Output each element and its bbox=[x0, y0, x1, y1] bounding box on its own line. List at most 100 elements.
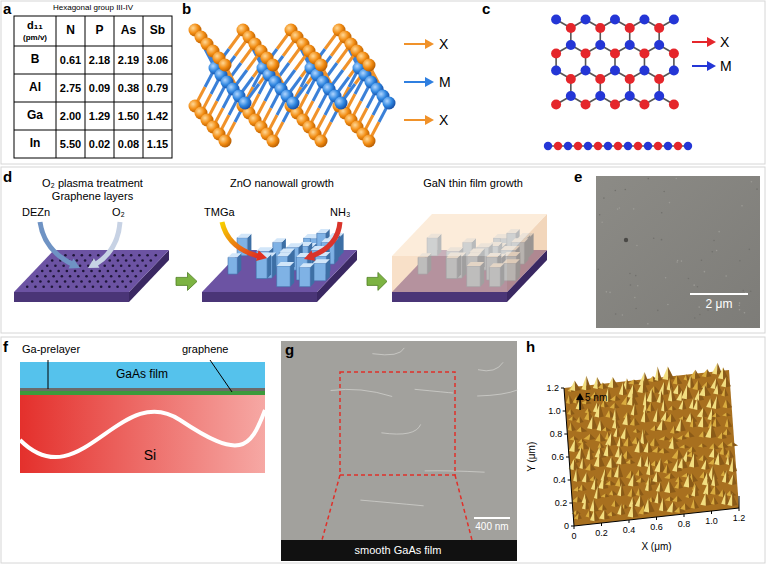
afm-peak bbox=[580, 399, 585, 410]
atom-label: X bbox=[439, 112, 448, 128]
afm-peak bbox=[680, 503, 685, 510]
x-atom bbox=[654, 23, 664, 33]
afm-peak bbox=[706, 398, 711, 408]
afm-peak bbox=[654, 490, 658, 503]
nanowall-top bbox=[279, 249, 294, 253]
afm-peak bbox=[619, 382, 623, 395]
table-rule bbox=[14, 46, 172, 47]
afm-peak bbox=[712, 418, 716, 427]
pointer-line bbox=[404, 119, 426, 121]
afm-peak bbox=[716, 396, 720, 409]
afm-peak bbox=[697, 408, 704, 418]
afm-peak bbox=[666, 411, 671, 421]
afm-peak bbox=[657, 391, 662, 404]
afm-peak bbox=[615, 446, 620, 458]
afm-peak bbox=[614, 464, 619, 478]
afm-peak bbox=[576, 416, 580, 423]
axis-tick-label: 0.8 bbox=[550, 429, 563, 439]
afm-peak bbox=[714, 497, 718, 505]
graphene-dot bbox=[121, 280, 124, 283]
x-atom bbox=[219, 135, 232, 148]
scale-label: 400 nm bbox=[475, 521, 508, 533]
afm-peak bbox=[640, 495, 645, 507]
si-substrate bbox=[20, 395, 265, 473]
nanowall bbox=[299, 267, 310, 287]
afm-peak bbox=[727, 429, 732, 436]
afm-peak bbox=[628, 379, 634, 384]
gas-arrow bbox=[312, 222, 340, 256]
m-atom bbox=[654, 91, 664, 101]
afm-peak bbox=[567, 409, 571, 415]
sem-texture bbox=[381, 424, 420, 434]
afm-peak bbox=[635, 417, 640, 425]
graphene-dot bbox=[44, 275, 47, 278]
graphene-dot bbox=[141, 259, 144, 262]
pointer-line bbox=[692, 41, 708, 43]
afm-peak bbox=[626, 459, 631, 464]
sem-texture bbox=[744, 312, 746, 314]
sem-texture bbox=[676, 261, 678, 263]
table-rule bbox=[14, 130, 172, 131]
afm-peak bbox=[615, 500, 620, 507]
afm-peak bbox=[711, 424, 717, 439]
m-atom bbox=[669, 66, 679, 76]
axis-tick bbox=[563, 411, 566, 412]
afm-peak bbox=[727, 493, 732, 506]
substrate-front bbox=[202, 292, 317, 302]
nanowall-top bbox=[299, 263, 314, 267]
afm-peak bbox=[580, 416, 584, 423]
sem-texture bbox=[635, 308, 637, 310]
afm-peak bbox=[612, 511, 617, 516]
gan-film-front bbox=[392, 256, 507, 292]
axis-tick bbox=[566, 457, 569, 458]
axis-tick-label: 0 bbox=[571, 531, 576, 541]
afm-peak bbox=[581, 376, 586, 391]
afm-peak bbox=[577, 496, 583, 502]
afm-peak bbox=[729, 457, 733, 472]
table-header: Sb bbox=[150, 24, 165, 38]
substrate-top bbox=[14, 250, 169, 292]
sem-texture bbox=[711, 251, 713, 253]
sem-texture bbox=[615, 313, 617, 315]
table-header: Ga bbox=[27, 109, 43, 123]
axis-tick-label: 1.2 bbox=[733, 513, 746, 523]
sem-texture bbox=[629, 273, 631, 275]
afm-peak bbox=[601, 493, 606, 497]
panel-letter: a bbox=[3, 0, 11, 17]
afm-peak bbox=[633, 428, 637, 433]
afm-peak bbox=[644, 498, 650, 513]
x-atom bbox=[595, 74, 605, 84]
sem-texture bbox=[675, 178, 677, 180]
sem-texture bbox=[622, 314, 624, 316]
sem-texture bbox=[725, 275, 727, 277]
honeycomb-lattice bbox=[544, 15, 692, 151]
m-atom bbox=[625, 91, 635, 101]
afm-peak bbox=[659, 497, 663, 511]
afm-peak bbox=[652, 447, 658, 453]
afm-peak bbox=[620, 427, 626, 439]
afm-peak bbox=[586, 510, 590, 518]
sem-texture bbox=[624, 189, 626, 191]
sem-texture bbox=[603, 197, 605, 199]
side-atom bbox=[604, 142, 612, 150]
afm-peak bbox=[669, 480, 676, 493]
x-atom bbox=[219, 59, 232, 72]
graphene-dot bbox=[66, 270, 69, 273]
afm-peak bbox=[617, 483, 622, 496]
table-rule bbox=[14, 102, 172, 103]
table-rule bbox=[56, 16, 57, 158]
afm-peak bbox=[631, 403, 635, 415]
afm-peak bbox=[685, 503, 691, 510]
afm-peak bbox=[590, 499, 595, 512]
afm-peak bbox=[608, 377, 614, 388]
m-atom bbox=[654, 40, 664, 50]
image-caption: smooth GaAs film bbox=[355, 544, 442, 557]
table-cell: 2.18 bbox=[89, 54, 110, 67]
gas-arrow bbox=[222, 222, 258, 256]
afm-peak bbox=[670, 473, 676, 479]
afm-peak bbox=[587, 416, 593, 430]
axis-tick-label: 0 bbox=[564, 521, 569, 531]
panel-letter: g bbox=[285, 341, 294, 358]
afm-peak bbox=[703, 415, 709, 427]
afm-peak bbox=[586, 472, 591, 483]
